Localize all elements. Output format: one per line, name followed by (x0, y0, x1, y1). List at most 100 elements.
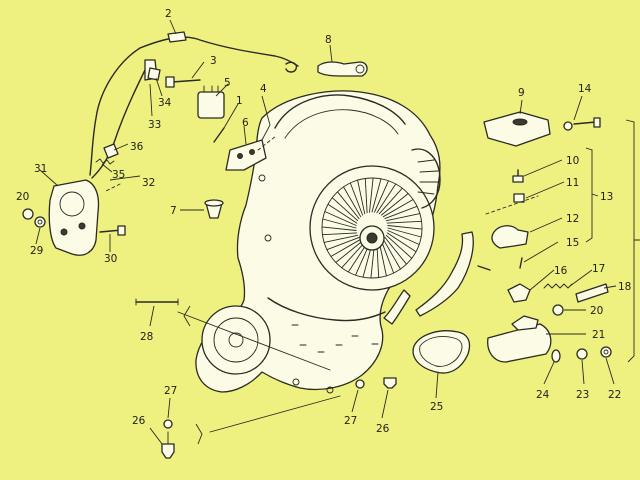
fan-blade (380, 193, 409, 216)
stator-plate-part-31 (48, 179, 100, 256)
crankcase-lower-edge (267, 297, 386, 322)
engine-stud-4 (264, 234, 272, 242)
fan-blade (343, 186, 362, 218)
bolt-head-3 (165, 76, 175, 88)
label-17: 17 (592, 263, 605, 275)
throttle-cable (91, 59, 151, 179)
leader-35 (101, 163, 113, 173)
leader-24 (543, 361, 555, 385)
label-30: 30 (104, 253, 117, 265)
gasket-part-25 (412, 330, 471, 374)
label-1: 1 (236, 95, 243, 107)
cable-end-sleeve (167, 31, 187, 43)
nut-part-20-right (552, 304, 564, 316)
washer-part-24 (551, 349, 561, 363)
relay-terminals (203, 85, 219, 93)
regulator-screw-a (237, 153, 243, 159)
leader-6 (243, 125, 247, 145)
fuel-tap-cap (204, 199, 224, 207)
screw-head-30 (117, 225, 126, 236)
fan-blade (376, 183, 397, 214)
bolt-part-3 (171, 79, 201, 83)
part-labels: 2 8 3 5 4 1 6 7 34 33 36 35 32 31 20 29 … (16, 8, 631, 435)
bolt-part-14 (573, 121, 597, 125)
leader-26l (149, 427, 163, 445)
label-35: 35 (112, 169, 125, 181)
label-24: 24 (536, 389, 550, 401)
label-27-left: 27 (164, 385, 177, 397)
washer-hole-29 (37, 219, 43, 225)
leader-9 (519, 99, 523, 115)
label-10: 10 (566, 155, 579, 167)
label-26-right: 26 (376, 423, 390, 435)
fan-blade (337, 191, 360, 220)
leader-25 (435, 371, 439, 399)
fan-blade (364, 177, 368, 214)
bracket-part-16 (507, 283, 531, 303)
fan-blade (382, 238, 401, 270)
fan-blade (386, 220, 423, 224)
relay-part-5 (197, 91, 225, 119)
fan-blade (341, 241, 366, 269)
bracket-13 (585, 147, 599, 243)
stator-hole-a (60, 228, 68, 236)
bracket-26-27 (195, 423, 203, 445)
label-36: 36 (130, 141, 144, 153)
cylinder-fins (417, 159, 439, 195)
label-14: 14 (578, 83, 592, 95)
leader-27l (167, 397, 171, 419)
label-27-right: 27 (344, 415, 357, 427)
fork-part-12 (491, 225, 529, 249)
fan-blade (387, 227, 422, 238)
fan-blade (322, 218, 357, 229)
label-25: 25 (430, 401, 443, 413)
label-16: 16 (554, 265, 568, 277)
kickstart-arm (415, 231, 474, 317)
leader-36 (113, 143, 129, 151)
fan-blade (380, 240, 395, 274)
engine-stud-3 (258, 174, 266, 182)
fan-blade (382, 199, 414, 218)
lever-part-8 (317, 61, 368, 77)
fan-blade (326, 236, 360, 251)
flywheel-nut (366, 232, 378, 244)
label-9: 9 (518, 87, 525, 99)
screw-head-10 (512, 175, 524, 183)
nut-part-20-left (22, 208, 34, 220)
nut-part-11 (513, 193, 525, 203)
fan-blade (386, 232, 417, 253)
leader-32 (109, 175, 141, 181)
fan-blades (321, 177, 423, 279)
bracket-right-edge (625, 119, 640, 363)
guide-line-6 (257, 135, 277, 151)
label-6: 6 (242, 117, 249, 129)
label-3: 3 (210, 55, 217, 67)
leader-26r (381, 389, 389, 419)
gasket-inner-25 (419, 335, 463, 367)
engine-stud-1 (292, 378, 300, 386)
leader-5 (215, 83, 229, 97)
nut-part-22 (600, 346, 612, 358)
engine-bolts (291, 324, 379, 353)
label-18: 18 (618, 281, 631, 293)
washer-part-29 (34, 216, 46, 228)
fan-blade (384, 205, 418, 220)
bolt-part-18 (575, 283, 609, 303)
cover-part-9 (483, 111, 551, 147)
leader-lines (35, 19, 617, 445)
fan-blade (349, 182, 364, 216)
guide-line-32 (103, 183, 121, 193)
pin-part-15-b (477, 265, 491, 271)
regulator-screw-b (249, 149, 255, 155)
engine-assembly (195, 90, 441, 394)
clutch-cover-center (228, 332, 244, 348)
leader-33 (149, 83, 153, 117)
label-31: 31 (34, 163, 47, 175)
leader-11 (525, 181, 565, 199)
label-15: 15 (566, 237, 579, 249)
choke-cable (89, 47, 141, 176)
fan-blade (378, 187, 403, 215)
washer-part-27-left (163, 419, 173, 429)
fan-blade (321, 226, 357, 231)
fan-blade (387, 230, 420, 245)
